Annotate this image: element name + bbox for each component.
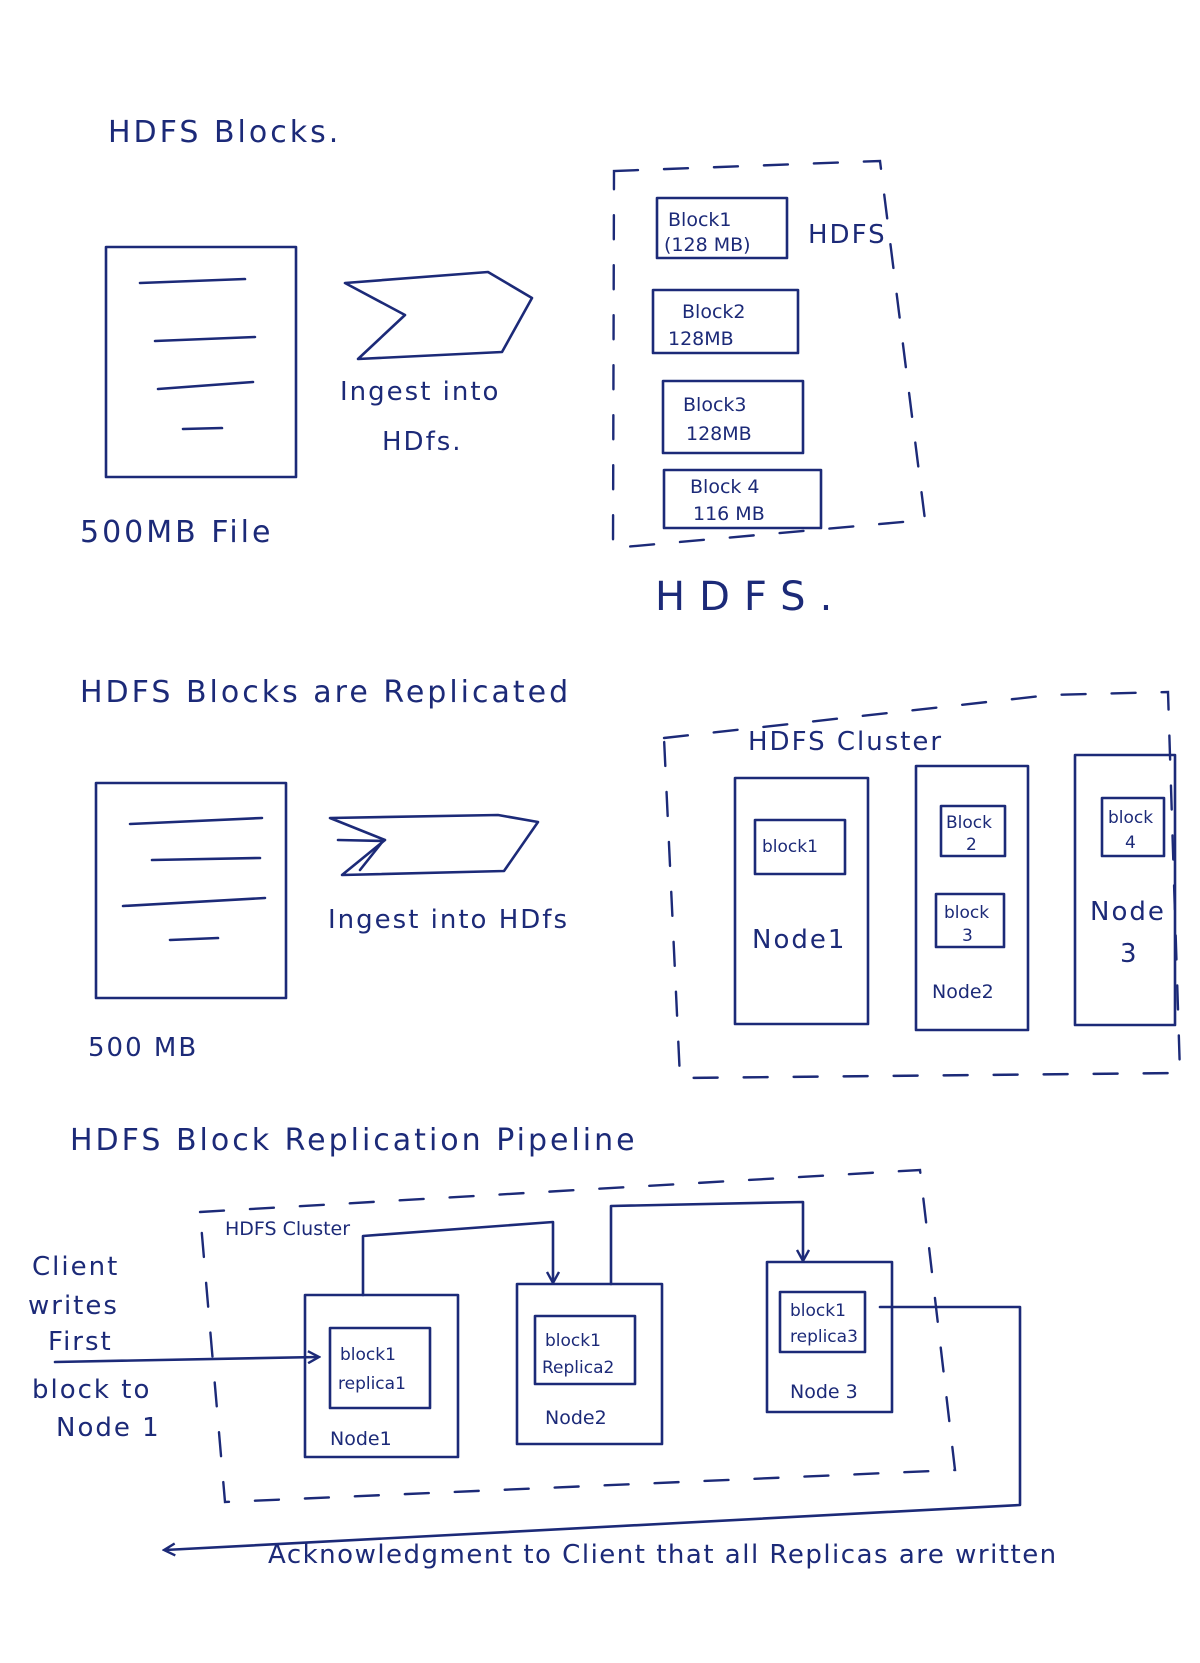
section2-title: HDFS Blocks are Replicated [80, 675, 571, 710]
ingest-label-2: Ingest into HDfs [328, 905, 569, 935]
pipeline-node2-replica-line1: block1 [545, 1331, 601, 1351]
node-2: Block 2 block 3 Node2 [914, 764, 1030, 1032]
ingest-arrow-icon [343, 270, 534, 361]
block-3-size: 128MB [686, 423, 752, 445]
node3-block4-line2: 4 [1125, 833, 1136, 853]
node2-block3-line2: 3 [962, 926, 973, 946]
section1-title: HDFS Blocks. [108, 115, 341, 150]
cluster-label-2: HDFS Cluster [748, 727, 943, 757]
block-3: Block3 128MB [661, 379, 805, 455]
node-3: block 4 Node 3 [1073, 753, 1177, 1027]
ingest-arrow-icon-2 [328, 813, 540, 877]
pipeline-node3-replica-line1: block1 [790, 1301, 846, 1321]
file-document-icon [104, 245, 298, 479]
node3-block4-line1: block [1108, 808, 1153, 828]
section-replicated: HDFS Blocks are Replicated 500 MB Ingest… [80, 675, 1182, 1080]
ingest-label-line1: Ingest into [340, 377, 500, 407]
node2-block2-line1: Block [946, 813, 992, 833]
file-size-label: 500MB File [80, 515, 273, 550]
node1-block-label: block1 [762, 837, 818, 857]
cluster-label-3: HDFS Cluster [225, 1218, 350, 1240]
node2-block2-line2: 2 [966, 835, 977, 855]
client-write-arrow [53, 1357, 318, 1362]
client-note-line2: writes [28, 1291, 119, 1321]
node3-name-line2: 3 [1120, 939, 1139, 969]
replicate-node2-to-node3-arrow [609, 1200, 803, 1286]
block-2-size: 128MB [668, 328, 734, 350]
block-1: Block1 (128 MB) [655, 196, 789, 260]
pipeline-node2-replica-line2: Replica2 [542, 1358, 614, 1378]
pipeline-node-3: block1 replica3 Node 3 [765, 1260, 894, 1414]
block-3-name: Block3 [683, 394, 746, 416]
pipeline-node2-name: Node2 [545, 1407, 607, 1429]
hdfs-side-label: HDFS [808, 220, 887, 250]
block-1-size: (128 MB) [664, 234, 751, 256]
node-1: block1 Node1 [733, 776, 870, 1026]
section-pipeline: HDFS Block Replication Pipeline HDFS Clu… [28, 1123, 1058, 1570]
pipeline-node-1: block1 replica1 Node1 [303, 1293, 460, 1459]
pipeline-node-2: block1 Replica2 Node2 [515, 1282, 664, 1446]
node2-name: Node2 [932, 981, 994, 1003]
pipeline-node1-name: Node1 [330, 1428, 392, 1450]
ingest-label-line2: HDfs. [382, 427, 463, 457]
acknowledgment-arrow [165, 1305, 1022, 1550]
block-4: Block 4 116 MB [662, 468, 823, 530]
pipeline-node1-replica-line2: replica1 [338, 1374, 406, 1394]
block-2-name: Block2 [682, 301, 745, 323]
file-document-icon-2 [94, 781, 288, 1000]
client-note-line5: Node 1 [56, 1413, 161, 1443]
client-note-line3: First [48, 1327, 113, 1357]
pipeline-node3-name: Node 3 [790, 1381, 858, 1403]
pipeline-node1-replica-line1: block1 [340, 1345, 396, 1365]
hdfs-cluster-container-2 [662, 690, 1182, 1080]
client-note-line1: Client [32, 1252, 119, 1282]
acknowledgment-label: Acknowledgment to Client that all Replic… [268, 1540, 1058, 1570]
block-2: Block2 128MB [651, 288, 800, 355]
file-size-label-2: 500 MB [88, 1033, 198, 1063]
hdfs-container [611, 159, 927, 550]
replicate-node1-to-node2-arrow [361, 1220, 553, 1297]
node2-block3-line1: block [944, 903, 989, 923]
pipeline-node3-replica-line2: replica3 [790, 1327, 858, 1347]
block-4-name: Block 4 [690, 476, 760, 498]
client-note-line4: block to [32, 1375, 151, 1405]
block-4-size: 116 MB [693, 503, 765, 525]
hdfs-bottom-label: HDFS. [655, 574, 846, 620]
hdfs-cluster-container-3 [198, 1168, 957, 1504]
client-note: Client writes First block to Node 1 [28, 1252, 161, 1443]
node3-name-line1: Node [1090, 897, 1166, 927]
block-1-name: Block1 [668, 209, 731, 231]
section3-title: HDFS Block Replication Pipeline [70, 1123, 638, 1158]
section-hdfs-blocks: HDFS Blocks. 500MB File Ingest into HDfs… [80, 115, 927, 620]
node1-name: Node1 [752, 925, 846, 955]
